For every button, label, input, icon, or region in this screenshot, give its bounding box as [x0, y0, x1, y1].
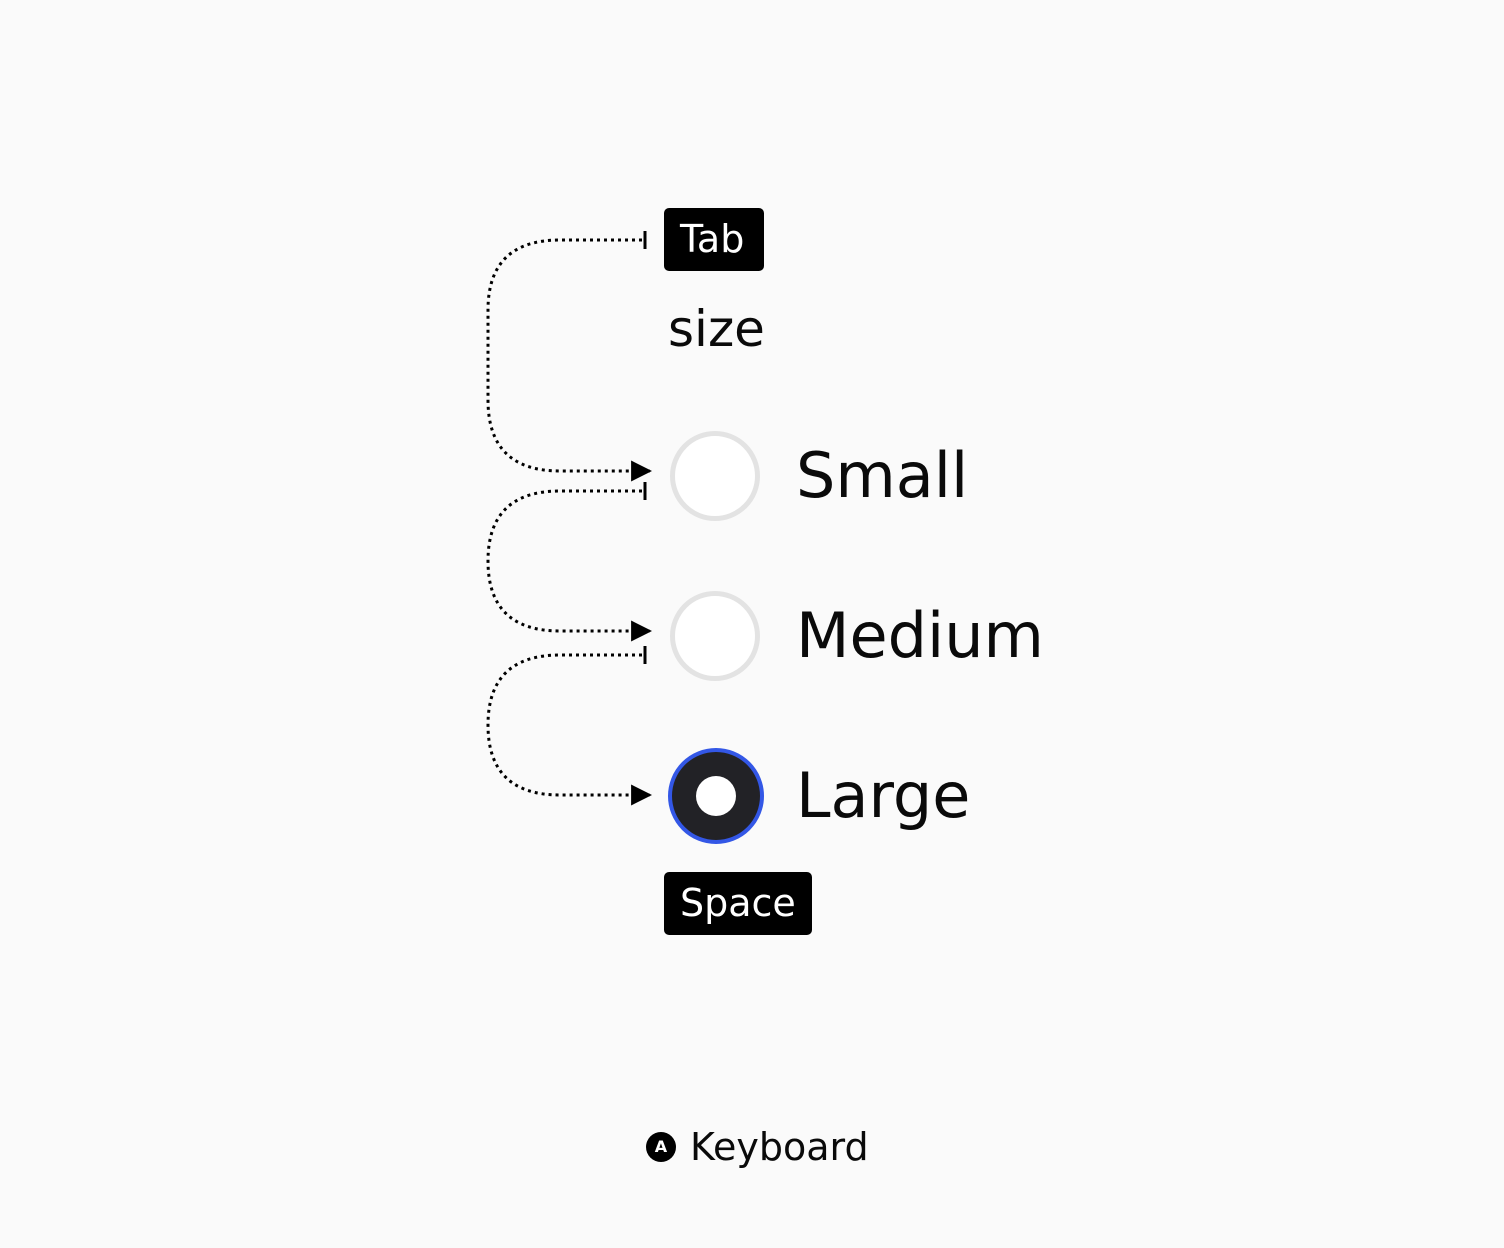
- radio-option-large[interactable]: Large: [668, 748, 971, 844]
- radio-label-medium: Medium: [796, 599, 1044, 672]
- legend: A Keyboard: [646, 1122, 869, 1172]
- radio-button-large-checked[interactable]: [668, 748, 764, 844]
- radio-option-medium[interactable]: Medium: [670, 590, 1044, 682]
- radio-button-medium[interactable]: [670, 591, 760, 681]
- keyboard-marker-icon: A: [646, 1132, 676, 1162]
- radio-option-small[interactable]: Small: [670, 430, 968, 522]
- space-key-badge: Space: [664, 872, 812, 935]
- radio-button-small[interactable]: [670, 431, 760, 521]
- radio-group-label: size: [668, 300, 765, 358]
- medium-to-large-arrow: [486, 653, 653, 806]
- radio-checked-dot: [696, 776, 736, 816]
- small-to-medium-arrow: [486, 489, 653, 642]
- tab-key-badge: Tab: [664, 208, 764, 271]
- tab-to-small-arrow: [486, 238, 653, 482]
- legend-label: Keyboard: [690, 1125, 869, 1169]
- radio-label-small: Small: [796, 439, 969, 512]
- radio-label-large: Large: [796, 759, 971, 832]
